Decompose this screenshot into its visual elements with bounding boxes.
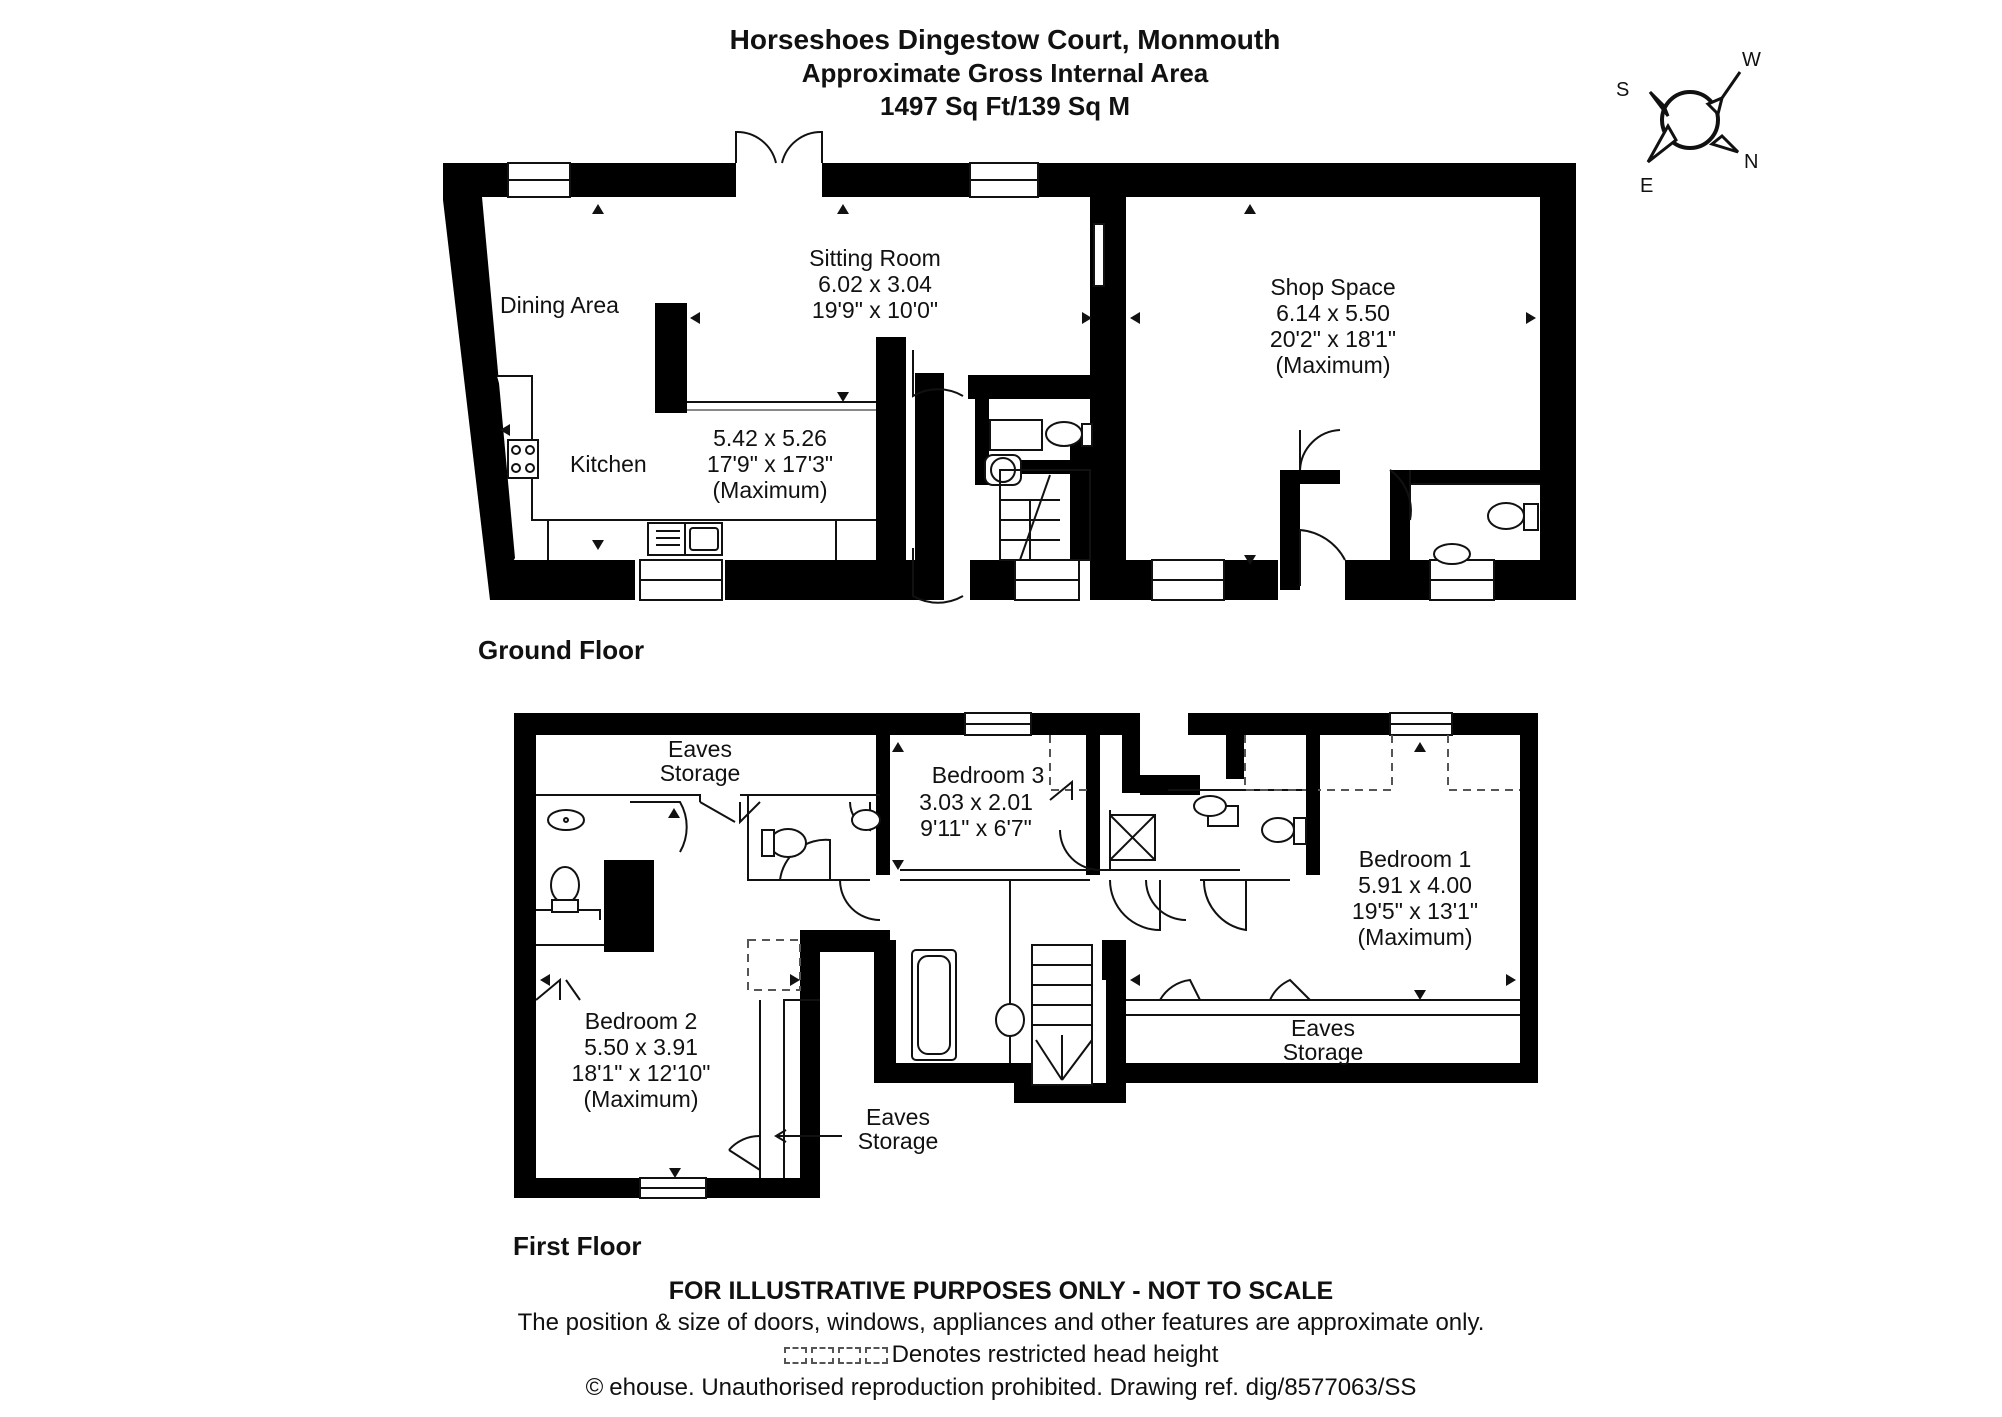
ground-floor-arrows <box>500 204 1536 565</box>
restricted-height-swatch <box>837 1347 861 1365</box>
ground-floor-fixtures <box>497 375 1540 565</box>
sitting-room-name: Sitting Room <box>809 245 941 271</box>
compass-n: N <box>1744 151 1758 173</box>
bedroom2-name: Bedroom 2 <box>585 1008 698 1034</box>
plan-subtitle: Approximate Gross Internal Area <box>802 58 1209 88</box>
compass: W S N E <box>1616 49 1761 197</box>
copyright-symbol: © <box>585 1374 604 1401</box>
ground-floor-doors <box>735 130 1412 604</box>
copyright-row: ©ehouse. Unauthorised reproduction prohi… <box>0 1374 2002 1402</box>
eaves-top-line2: Storage <box>660 760 741 786</box>
sitting-room-metric: 6.02 x 3.04 <box>818 271 932 297</box>
bedroom3-metric: 3.03 x 2.01 <box>919 789 1033 815</box>
first-floor-label: First Floor <box>513 1231 642 1261</box>
shop-space-name: Shop Space <box>1270 274 1395 300</box>
kitchen-note: (Maximum) <box>713 477 828 503</box>
first-floor-labels: Eaves Storage Bedroom 3 3.03 x 2.01 9'11… <box>572 736 1479 1154</box>
bedroom1-imperial: 19'5" x 13'1" <box>1352 898 1478 924</box>
restricted-head-height-areas <box>747 735 1520 991</box>
shop-space-metric: 6.14 x 5.50 <box>1276 300 1390 326</box>
bedroom1-note: (Maximum) <box>1358 924 1473 950</box>
restricted-height-swatch <box>864 1347 888 1365</box>
eaves-pointer <box>774 1129 842 1143</box>
position-note: The position & size of doors, windows, a… <box>517 1309 1485 1336</box>
bedroom2-note: (Maximum) <box>584 1086 699 1112</box>
plan-area: 1497 Sq Ft/139 Sq M <box>880 91 1130 121</box>
bedroom2-metric: 5.50 x 3.91 <box>584 1034 698 1060</box>
bedroom1-name: Bedroom 1 <box>1359 846 1472 872</box>
bedroom3-imperial: 9'11" x 6'7" <box>920 815 1032 841</box>
kitchen-imperial: 17'9" x 17'3" <box>707 451 833 477</box>
ground-floor-walls <box>443 163 1576 600</box>
first-floor-partitions <box>536 789 1520 1178</box>
first-floor-fixtures <box>547 795 1307 1086</box>
eaves-bottom-line2: Storage <box>858 1128 939 1154</box>
dining-area-name: Dining Area <box>500 292 619 318</box>
plan-title: Horseshoes Dingestow Court, Monmouth <box>730 24 1281 55</box>
first-floor-windows <box>639 712 1453 1199</box>
copyright-text: ehouse. Unauthorised reproduction prohib… <box>609 1374 1417 1401</box>
eaves-bottom-line1: Eaves <box>866 1104 930 1130</box>
eaves-top-line1: Eaves <box>668 736 732 762</box>
shop-space-imperial: 20'2" x 18'1" <box>1270 326 1396 352</box>
bedroom1-metric: 5.91 x 4.00 <box>1358 872 1472 898</box>
header: Horseshoes Dingestow Court, Monmouth App… <box>730 24 1281 121</box>
kitchen-metric: 5.42 x 5.26 <box>713 425 827 451</box>
compass-s: S <box>1616 79 1629 101</box>
sitting-room-imperial: 19'9" x 10'0" <box>812 297 938 323</box>
ground-floor-labels: Sitting Room 6.02 x 3.04 19'9" x 10'0" D… <box>500 245 1396 503</box>
eaves-right-line1: Eaves <box>1291 1015 1355 1041</box>
disclaimer: FOR ILLUSTRATIVE PURPOSES ONLY - NOT TO … <box>668 1277 1334 1305</box>
eaves-right-line2: Storage <box>1283 1039 1364 1065</box>
first-floor-arrows <box>540 742 1516 1178</box>
shop-space-note: (Maximum) <box>1276 352 1391 378</box>
bedroom2-imperial: 18'1" x 12'10" <box>572 1060 711 1086</box>
kitchen-name: Kitchen <box>570 451 647 477</box>
legend-row: Denotes restricted head height <box>0 1341 2002 1369</box>
compass-e: E <box>1640 175 1653 197</box>
ground-floor-windows <box>507 162 1495 601</box>
bedroom3-name: Bedroom 3 <box>932 762 1045 788</box>
ground-floor-plan: Sitting Room 6.02 x 3.04 19'9" x 10'0" D… <box>443 130 1576 665</box>
restricted-height-swatch <box>810 1347 834 1365</box>
first-floor-plan: Eaves Storage Bedroom 3 3.03 x 2.01 9'11… <box>513 712 1538 1261</box>
compass-w: W <box>1742 49 1761 71</box>
restricted-height-swatch <box>783 1347 807 1365</box>
legend-text: Denotes restricted head height <box>891 1341 1219 1368</box>
ground-floor-label: Ground Floor <box>478 635 644 665</box>
